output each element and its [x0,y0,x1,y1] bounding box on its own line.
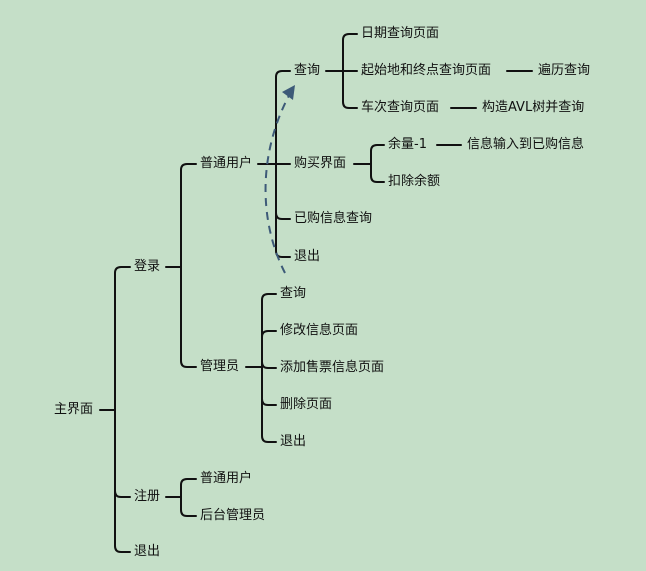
register-bracket-branch-1 [180,496,197,517]
node-user-purchased: 已购信息查询 [292,210,375,228]
node-query-train: 车次查询页面 [359,99,442,117]
admin-bracket-branch-1 [261,330,277,368]
node-admin-query: 查询 [278,285,309,303]
buy-bracket-branch-0 [370,144,385,165]
user-bracket-branch-2 [275,163,291,220]
user-bracket-branch-0 [275,70,291,165]
node-main: 主界面 [52,401,96,419]
admin-bracket-branch-3 [261,366,277,406]
node-buy-remain-next: 信息输入到已购信息 [465,136,587,154]
node-register-admin: 后台管理员 [198,507,268,525]
buy-bracket-branch-1 [370,163,385,183]
node-user-query: 查询 [292,62,323,80]
node-user-exit: 退出 [292,248,323,266]
node-query-train-next: 构造AVL树并查询 [480,99,587,117]
node-register-user: 普通用户 [198,470,255,488]
register-bracket-branch-0 [180,478,197,498]
node-query-route-next: 遍历查询 [536,62,593,80]
node-exit: 退出 [132,543,163,561]
node-query-route: 起始地和终点查询页面 [359,62,494,80]
node-query-date: 日期查询页面 [359,25,442,43]
node-login: 登录 [132,258,163,276]
node-admin: 管理员 [198,358,242,376]
query-bracket-branch-2 [342,70,358,109]
node-admin-add: 添加售票信息页面 [278,359,387,377]
node-buy-remain: 余量-1 [386,136,429,154]
node-buy-deduct: 扣除余额 [386,173,443,191]
node-user: 普通用户 [198,155,255,173]
node-admin-delete: 删除页面 [278,396,335,414]
node-admin-modify: 修改信息页面 [278,322,361,340]
dashed-arrow [264,89,293,274]
root-bracket-branch-2 [114,409,131,553]
node-admin-exit: 退出 [278,433,309,451]
arrow-head-icon [282,85,295,100]
login-bracket-branch-1 [180,266,197,368]
admin-bracket-branch-0 [261,293,277,368]
root-bracket-branch-0 [114,266,131,411]
login-bracket-branch-0 [180,163,197,268]
query-bracket-branch-0 [342,33,358,72]
user-bracket-branch-3 [275,163,291,258]
node-register: 注册 [132,488,163,506]
tree-connectors [99,33,533,553]
admin-bracket-branch-4 [261,366,277,443]
node-user-buy: 购买界面 [292,155,349,173]
root-bracket-branch-1 [114,409,131,498]
admin-bracket-branch-2 [261,361,277,369]
